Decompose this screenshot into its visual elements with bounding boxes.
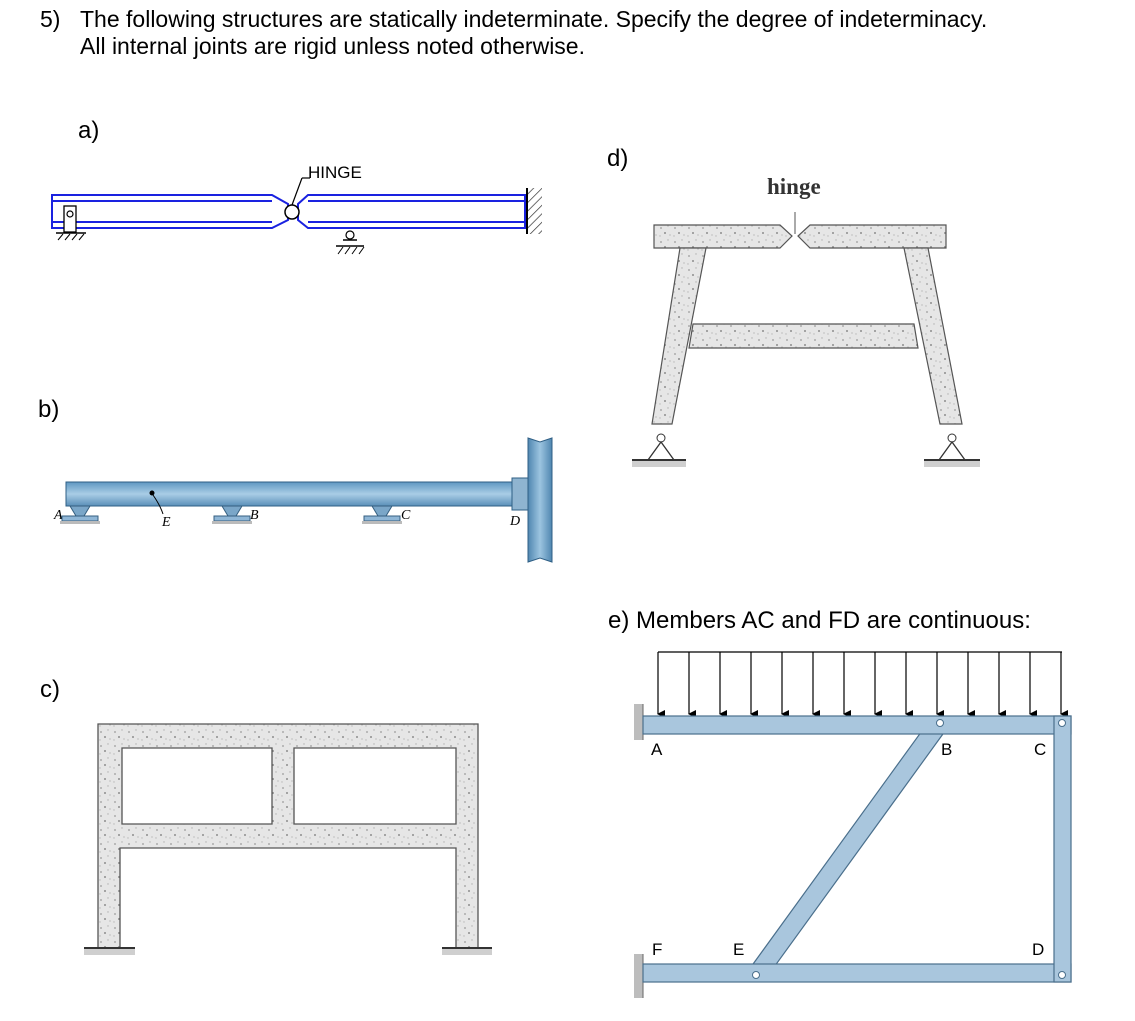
part-c-label: c) — [40, 676, 60, 703]
part-b-diagram — [60, 437, 553, 563]
part-b-roller-B-icon — [212, 505, 252, 524]
part-b-label: b) — [38, 396, 60, 423]
part-e-pin-E-icon — [752, 971, 760, 979]
part-a-hinge-icon — [284, 204, 300, 220]
part-a-label: a) — [78, 117, 100, 144]
part-d-pin-support-left-icon — [632, 433, 686, 467]
part-e-pin-B-icon — [936, 719, 944, 727]
part-e-label-A: A — [651, 740, 663, 759]
part-b-roller-A-icon — [60, 505, 100, 524]
part-b-fixed-column-icon — [527, 437, 553, 563]
question-number: 5) — [40, 6, 61, 32]
part-c-frame — [84, 723, 492, 955]
part-e-label-C: C — [1034, 740, 1047, 759]
question-text-line2: All internal joints are rigid unless not… — [80, 33, 585, 59]
part-a-diagram — [51, 177, 542, 255]
part-e-label: e) Members AC and FD are continuous: — [608, 607, 1031, 634]
part-b-roller-C-icon — [362, 505, 402, 524]
part-e-pin-D-icon — [1058, 971, 1066, 979]
question-text-line1: The following structures are statically … — [80, 6, 988, 32]
part-b-label-D: D — [510, 514, 521, 529]
part-e-label-B: B — [941, 740, 953, 759]
part-e-label-F: F — [652, 940, 663, 959]
part-e-label-E: E — [733, 940, 745, 959]
part-e-wall-F-icon — [634, 954, 644, 998]
part-b-point-E-icon — [149, 490, 155, 496]
part-b-label-A: A — [54, 508, 63, 523]
part-d-label: d) — [607, 145, 629, 172]
part-b-label-B: B — [250, 508, 259, 523]
part-b-label-C: C — [401, 508, 411, 523]
part-e-distributed-load — [657, 651, 1068, 718]
part-d-pin-support-right-icon — [924, 433, 980, 467]
part-e-pin-C-icon — [1058, 719, 1066, 727]
part-a-fixed-wall-icon — [526, 188, 542, 234]
part-b-label-E: E — [162, 515, 171, 530]
part-d-frame — [632, 212, 980, 467]
part-d-hinge-label: hinge — [767, 174, 821, 199]
part-a-roller-support-icon — [336, 230, 365, 255]
part-a-hinge-label: HINGE — [308, 163, 362, 182]
part-e-label-D: D — [1032, 940, 1045, 959]
part-a-pin-support-icon — [56, 205, 86, 241]
part-e-wall-A-icon — [634, 704, 644, 740]
part-e-frame — [634, 651, 1072, 998]
